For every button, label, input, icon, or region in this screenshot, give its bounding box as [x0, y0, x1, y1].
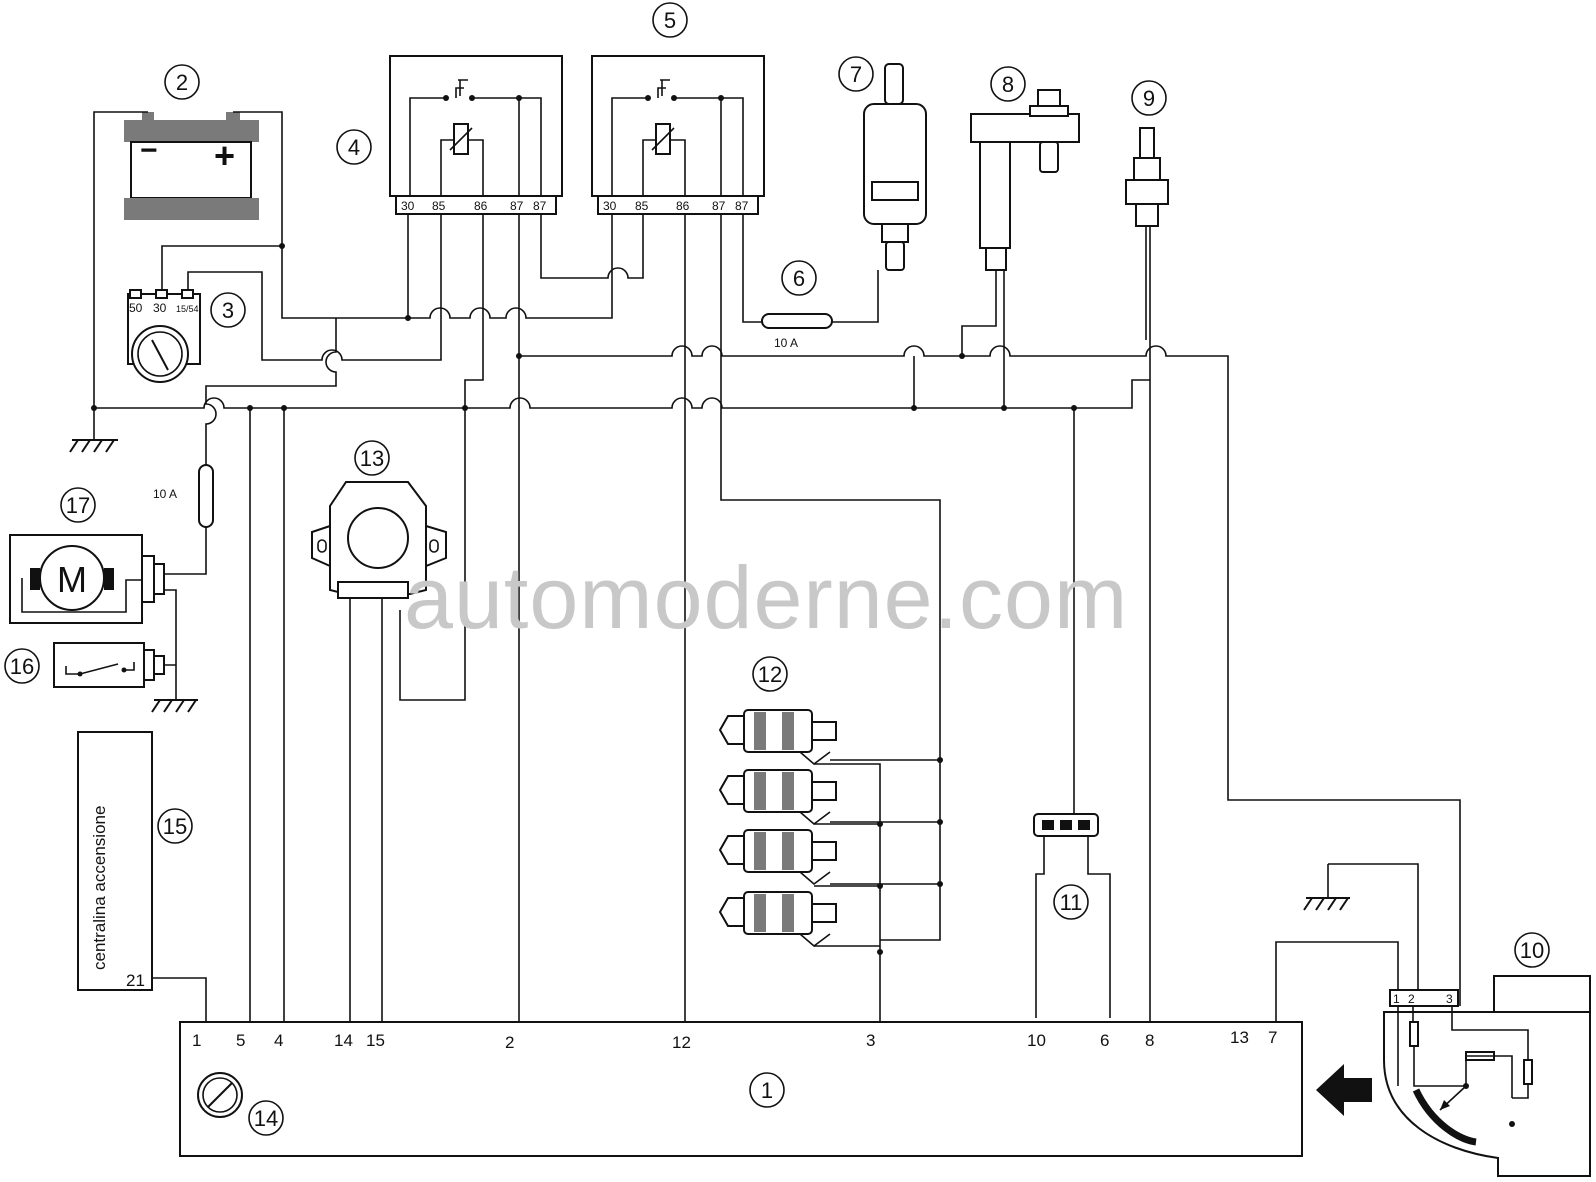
svg-text:50: 50 [129, 301, 143, 315]
svg-text:6: 6 [793, 266, 805, 291]
ignition-ecu-pin: 21 [126, 971, 145, 990]
idle-actuator: 8 [970, 66, 1080, 271]
ecu-pin: 13 [1230, 1028, 1249, 1047]
svg-text:87: 87 [533, 199, 547, 213]
ecu-pin: 5 [236, 1031, 245, 1050]
svg-text:15/54: 15/54 [176, 304, 199, 314]
injector [718, 829, 837, 886]
ignition-ecu-label: centralina accensione [90, 806, 109, 970]
svg-text:85: 85 [432, 199, 446, 213]
svg-text:2: 2 [1408, 992, 1415, 1006]
svg-text:11: 11 [1060, 890, 1083, 915]
svg-text:12: 12 [758, 662, 782, 687]
ecu-pin: 14 [334, 1031, 353, 1050]
relay-1: 30 85 86 87 87 4 [336, 55, 563, 215]
lambda-sensor: 9 [1125, 80, 1169, 227]
ground-icon [151, 699, 198, 713]
svg-text:30: 30 [401, 199, 415, 213]
svg-text:10 A: 10 A [774, 336, 798, 350]
svg-text:85: 85 [635, 199, 649, 213]
throttle-sensor: 13 [311, 440, 447, 599]
svg-text:1: 1 [761, 1078, 773, 1103]
switch-16: 16 [4, 642, 165, 688]
motor: M 17 [9, 487, 165, 624]
ecu-pin: 4 [274, 1031, 283, 1050]
svg-text:17: 17 [66, 493, 90, 518]
wiring-harness [91, 111, 1461, 1022]
svg-text:9: 9 [1143, 86, 1155, 111]
svg-text:2: 2 [176, 70, 188, 95]
adjust-screw: 14 [197, 1072, 284, 1136]
svg-text:30: 30 [153, 301, 167, 315]
svg-text:16: 16 [10, 654, 34, 679]
svg-text:7: 7 [850, 62, 862, 87]
ecu-pin: 1 [192, 1031, 201, 1050]
ignition-switch: 50 30 15/54 3 [127, 289, 246, 383]
svg-text:86: 86 [474, 199, 488, 213]
svg-text:87: 87 [712, 199, 726, 213]
svg-text:13: 13 [360, 446, 384, 471]
motor-symbol: M [57, 559, 87, 600]
svg-text:3: 3 [222, 298, 234, 323]
ecu-pin: 8 [1145, 1031, 1154, 1050]
injectors: 12 [718, 656, 837, 948]
svg-text:14: 14 [254, 1106, 278, 1131]
motor-fuse: 10 A [153, 464, 214, 528]
ecu-pin: 3 [866, 1031, 875, 1050]
battery: − + 2 [124, 64, 259, 220]
fuel-injector-7: 7 [838, 56, 927, 271]
ground-icon [1303, 897, 1350, 911]
callout-1: 1 [749, 1072, 785, 1108]
ecu-pin: 12 [672, 1033, 691, 1052]
airflow-arrow-icon [1316, 1064, 1372, 1116]
svg-text:4: 4 [348, 135, 360, 160]
relay-2: 30 85 86 87 87 5 [591, 2, 765, 215]
ecu-unit: 1 5 4 14 15 2 12 3 10 6 8 13 7 1 [179, 1021, 1303, 1157]
ecu-pin: 15 [366, 1031, 385, 1050]
ecu-pin-labels: 1 5 4 14 15 2 12 3 10 6 8 13 7 [192, 1028, 1277, 1052]
injector [718, 709, 837, 766]
battery-minus: − [140, 134, 158, 167]
ecu-pin: 7 [1268, 1028, 1277, 1047]
ecu-pin: 6 [1100, 1031, 1109, 1050]
battery-plus: + [214, 135, 235, 176]
ignition-ecu: centralina accensione 21 15 [77, 731, 193, 991]
ground-icon [69, 439, 118, 453]
svg-text:15: 15 [163, 814, 187, 839]
fuse-6: 10 A 6 [761, 260, 833, 350]
svg-text:8: 8 [1002, 72, 1014, 97]
svg-text:1: 1 [1393, 992, 1400, 1006]
ecu-pin: 10 [1027, 1031, 1046, 1050]
svg-text:10: 10 [1520, 938, 1544, 963]
coil-connector: 11 [1033, 813, 1111, 1018]
svg-text:5: 5 [664, 8, 676, 33]
svg-text:87: 87 [510, 199, 524, 213]
injector [718, 891, 837, 948]
ecu-pin: 2 [505, 1033, 514, 1052]
watermark: automoderne.com [404, 548, 1128, 647]
svg-text:10 A: 10 A [153, 487, 177, 501]
injector [718, 769, 837, 826]
svg-text:86: 86 [676, 199, 690, 213]
air-flow-meter: 1 2 3 10 [1383, 932, 1591, 1177]
svg-text:87: 87 [735, 199, 749, 213]
svg-text:3: 3 [1446, 992, 1453, 1006]
svg-text:30: 30 [603, 199, 617, 213]
